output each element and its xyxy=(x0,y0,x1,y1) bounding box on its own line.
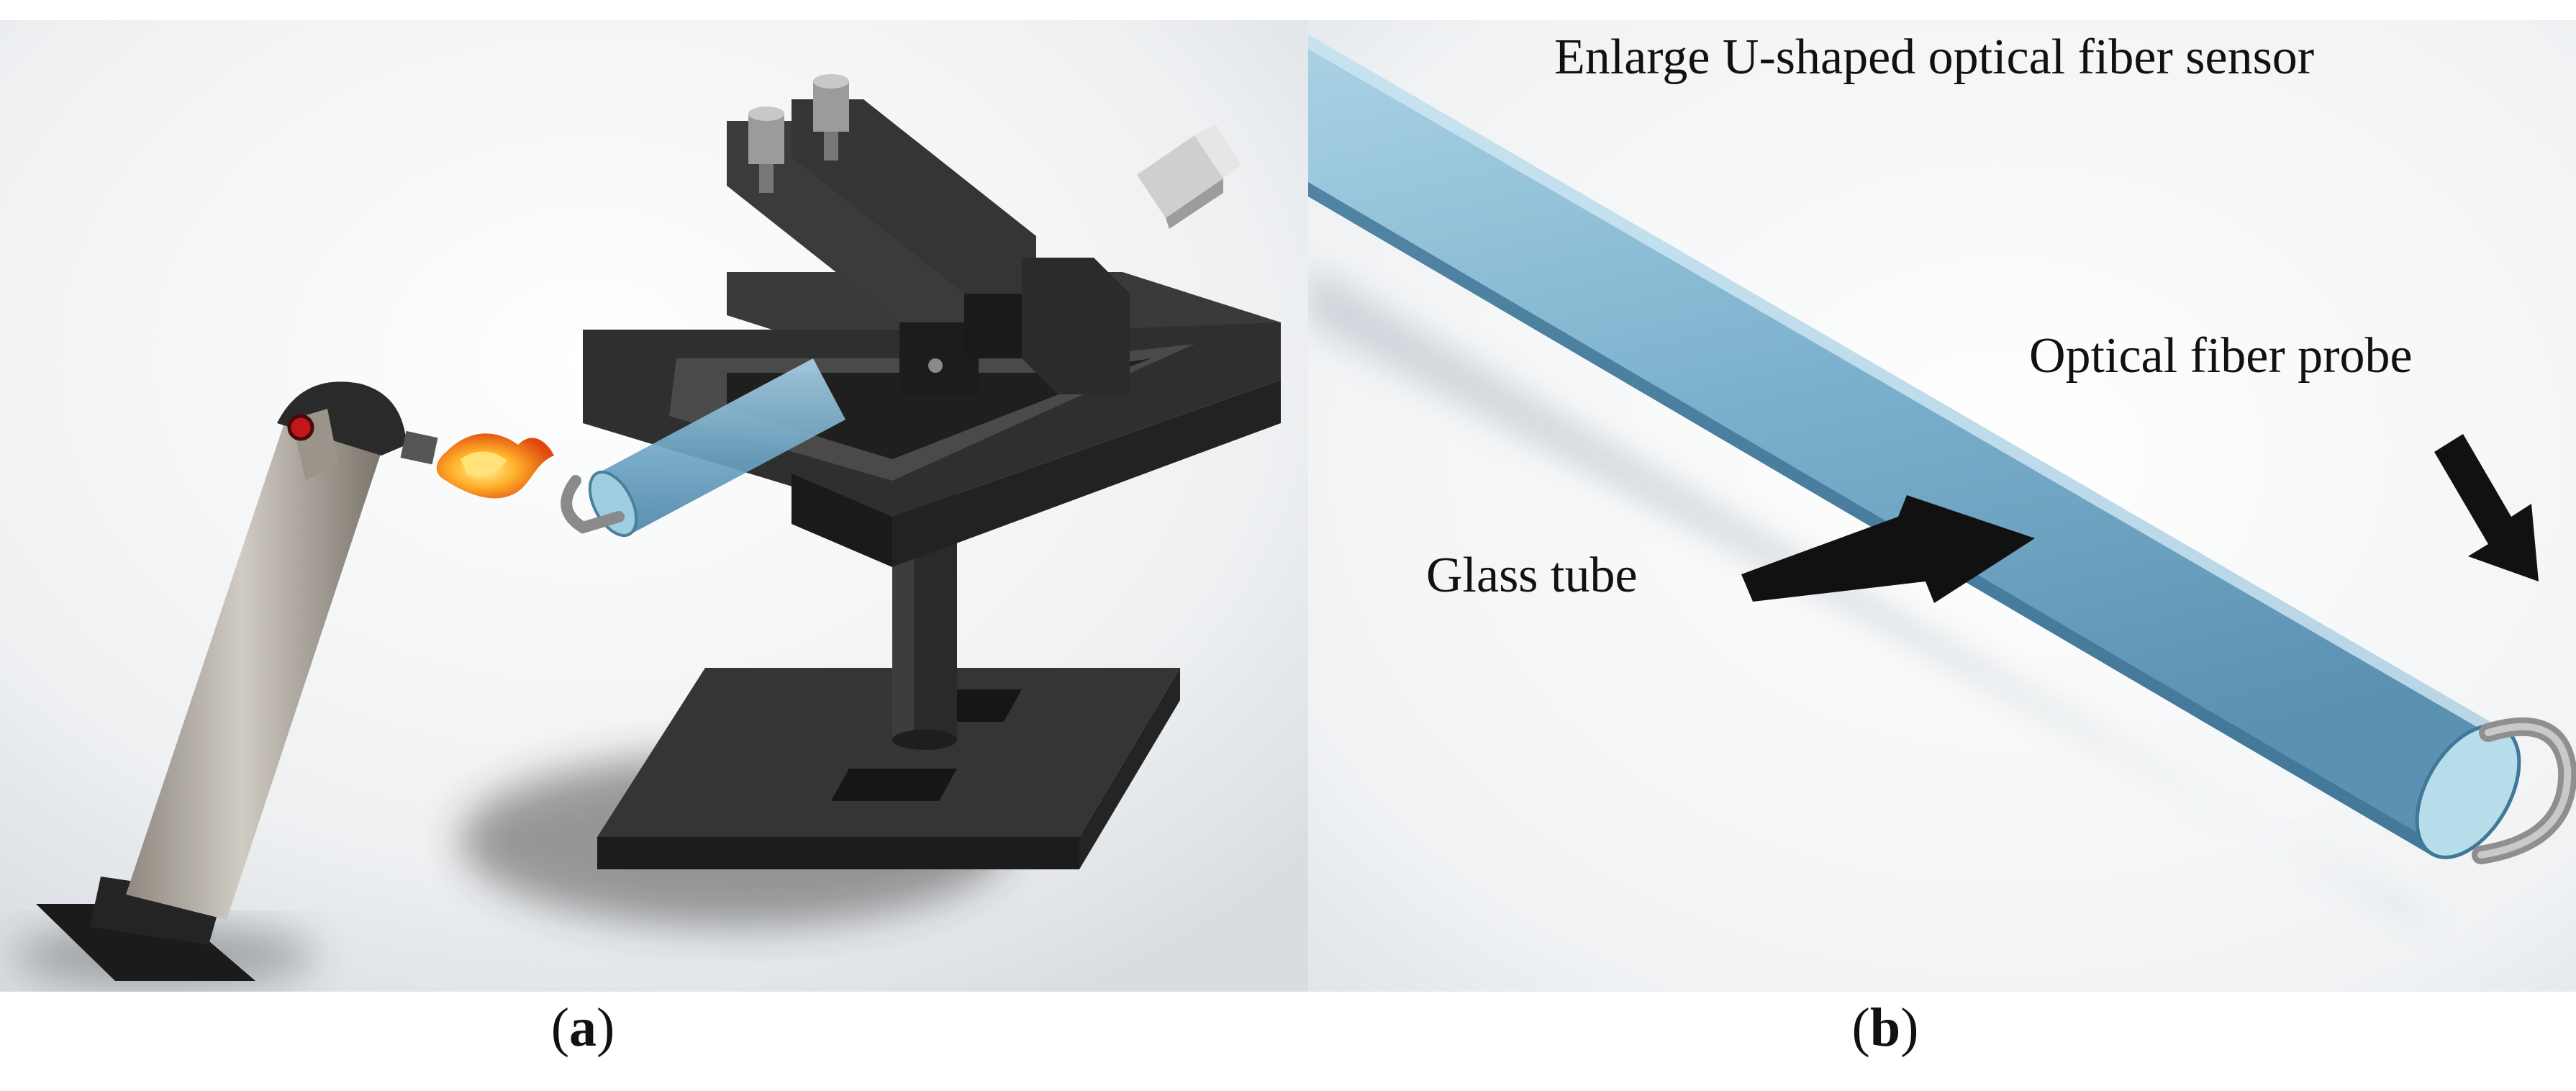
glass-tube-small xyxy=(561,358,845,538)
glass-arrow-icon xyxy=(1741,495,2035,603)
u-shaped-fiber-small xyxy=(561,475,625,534)
panel-b-label-close: ) xyxy=(1900,997,1919,1058)
flame-icon xyxy=(436,433,554,499)
panel-a-render xyxy=(0,20,1308,992)
glass-tube-large xyxy=(1308,35,2521,859)
screws xyxy=(748,74,849,193)
panel-a-letter: a xyxy=(569,997,597,1058)
glass-tube-label: Glass tube xyxy=(1426,548,1638,603)
panel-b-title: Enlarge U-shaped optical fiber sensor xyxy=(1554,30,2315,85)
panel-a-label: (a) xyxy=(475,997,691,1059)
torch-head xyxy=(277,381,407,456)
base-slot-front xyxy=(831,769,957,801)
torch xyxy=(36,381,438,981)
torch-ignition-button-icon xyxy=(287,414,314,441)
panel-b-render xyxy=(1308,20,2576,992)
panel-b-label-open: ( xyxy=(1851,997,1870,1058)
enlarged-sensor-svg xyxy=(1308,20,2576,992)
clamp-blocks xyxy=(727,99,1130,394)
torch-nozzle xyxy=(400,430,438,465)
panel-a-label-open: ( xyxy=(550,997,569,1058)
fiber-connector xyxy=(1137,125,1241,229)
probe-arrow-icon xyxy=(2434,434,2539,581)
panel-b-label: (b) xyxy=(1777,997,1993,1059)
fixture-render-svg xyxy=(0,20,1308,992)
u-shaped-fiber-highlight xyxy=(2477,723,2572,859)
panel-a-label-close: ) xyxy=(597,997,615,1058)
optical-fiber-probe-label: Optical fiber probe xyxy=(2029,328,2413,384)
torch-cylinder xyxy=(126,423,381,920)
panel-b-letter: b xyxy=(1869,997,1901,1058)
